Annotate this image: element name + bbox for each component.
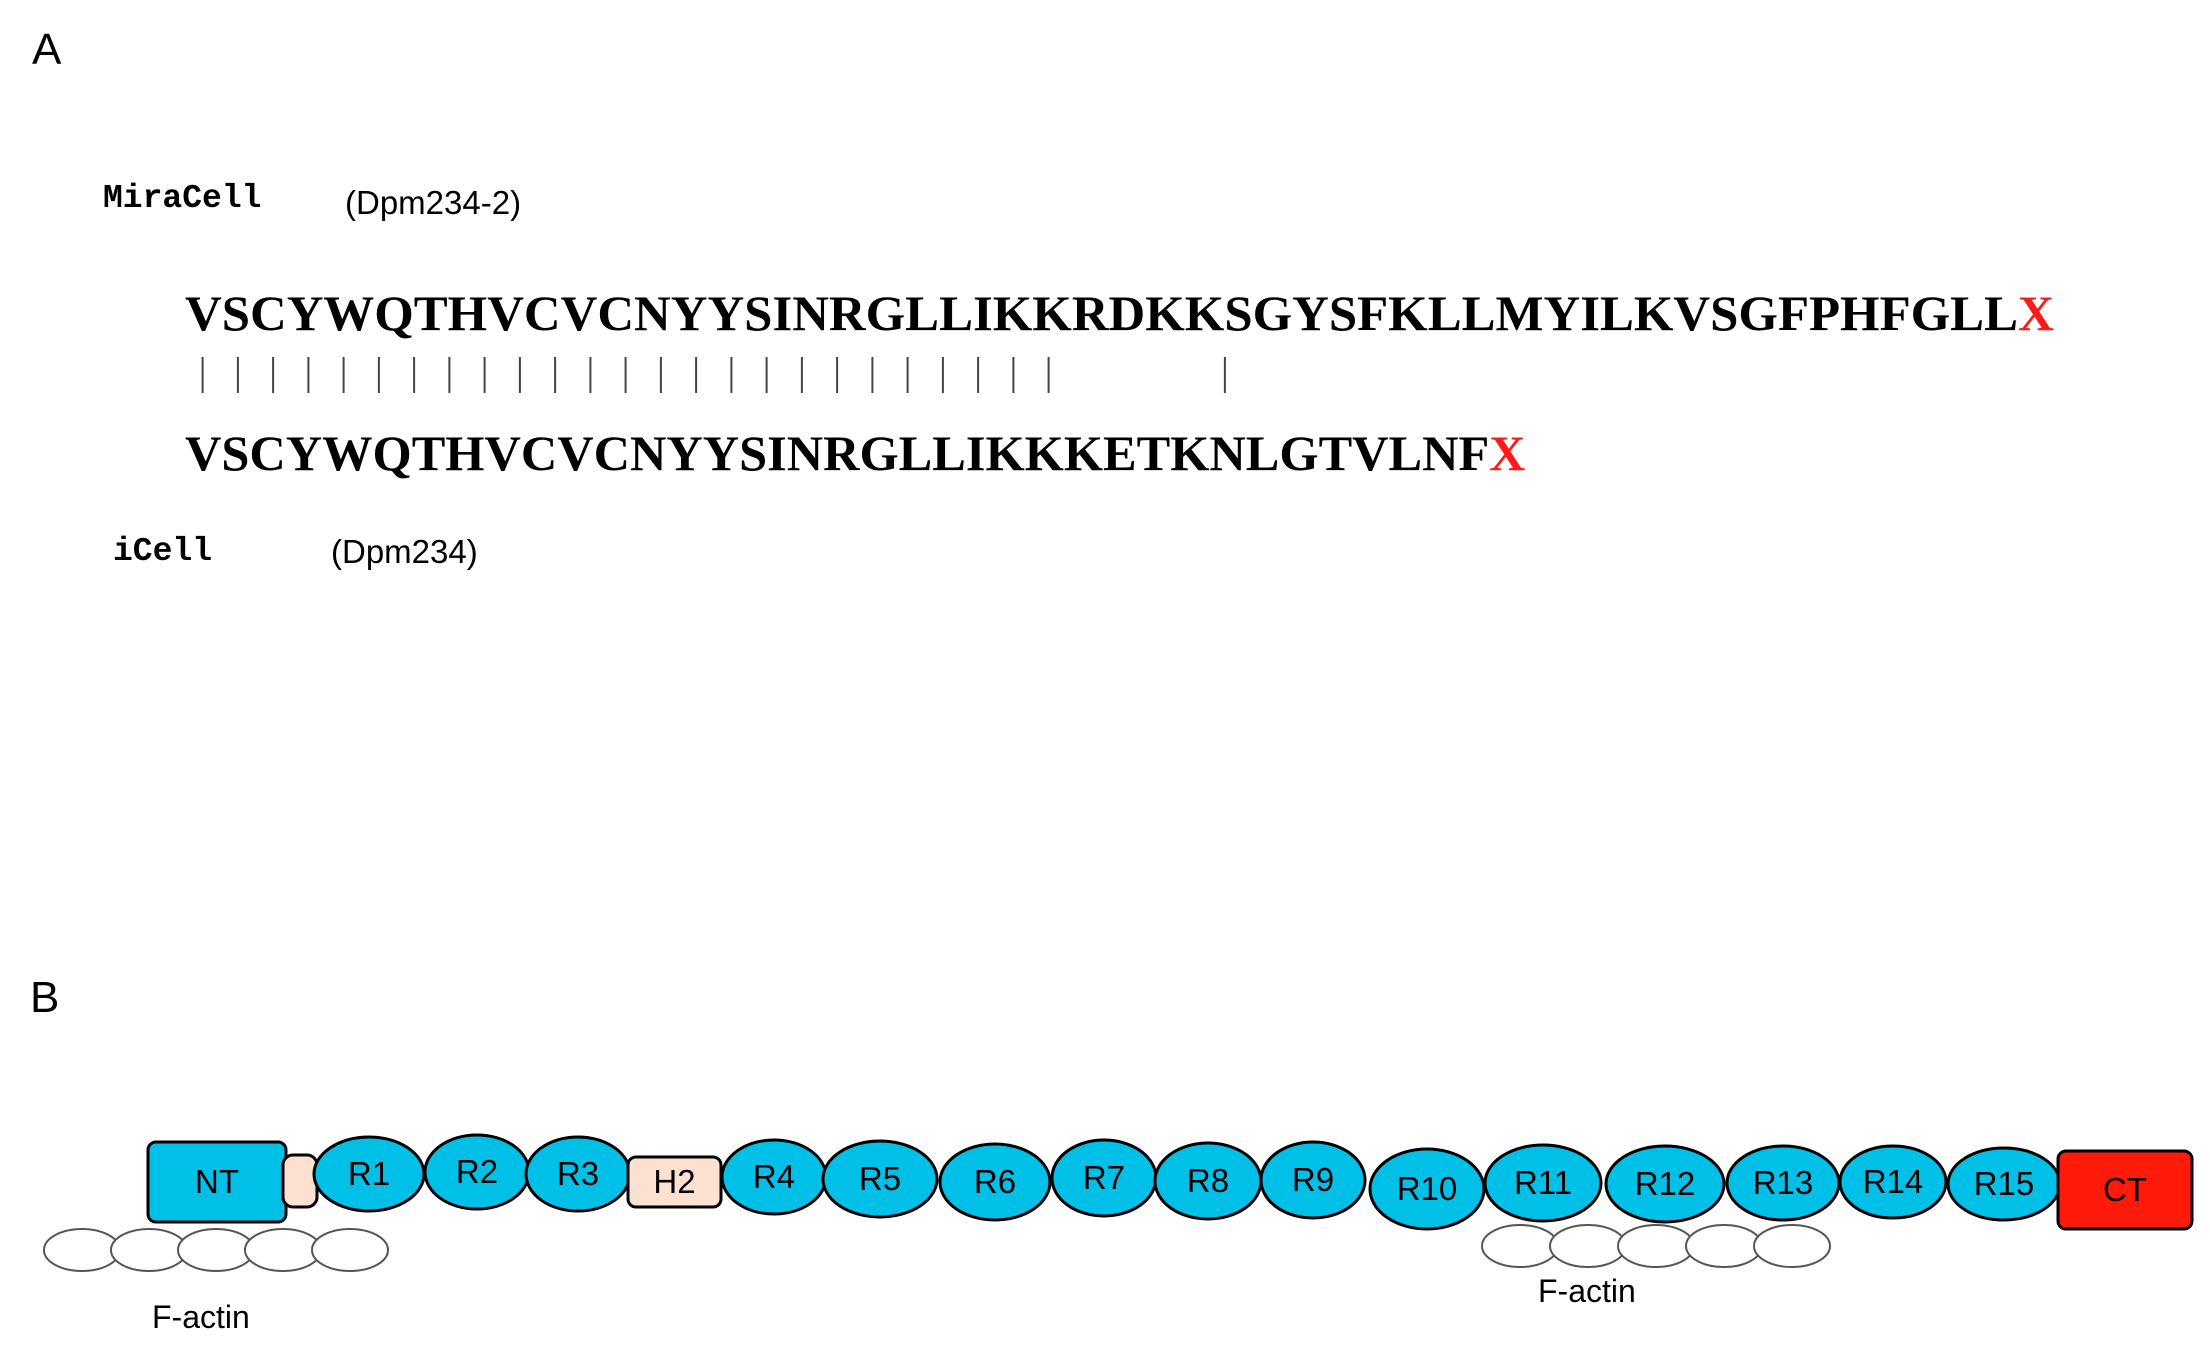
domain-r8: R8 xyxy=(1153,1141,1263,1221)
domain-r2: R2 xyxy=(423,1133,531,1211)
bottom-sequence: VSCYWQTHVCVCNYYSINRGLLIKKKETKNLGTVLNFX xyxy=(185,425,1525,481)
domain-label: NT xyxy=(195,1163,239,1200)
f-actin-subunit xyxy=(244,1228,322,1272)
f-actin-binding-left xyxy=(43,1228,389,1272)
domain-label: R1 xyxy=(348,1155,390,1192)
domain-shape xyxy=(1259,1140,1367,1220)
domain-label: H2 xyxy=(653,1163,695,1200)
domain-shape xyxy=(821,1139,939,1219)
domain-h2: H2 xyxy=(626,1155,723,1209)
domain-label: R13 xyxy=(1753,1164,1814,1201)
domain-label: CT xyxy=(2103,1171,2147,1208)
domain-r4: R4 xyxy=(720,1138,828,1216)
domain-label: R2 xyxy=(456,1153,498,1190)
top-sequence-stop: X xyxy=(2018,285,2054,341)
domain-r3: R3 xyxy=(524,1135,632,1213)
domain-label: R6 xyxy=(974,1163,1016,1200)
domain-shape xyxy=(1483,1143,1603,1223)
domain-label: R8 xyxy=(1187,1162,1229,1199)
domain-label: R7 xyxy=(1083,1159,1125,1196)
top-sequence: VSCYWQTHVCVCNYYSINRGLLIKKRDKKSGYSFKLLMYI… xyxy=(185,285,2054,341)
f-actin-subunit xyxy=(110,1228,188,1272)
protein-domain-map: NT R1 R2 R3 H2 R4 R5 R6 R7 R8 R9 R10 R11 R12 R13 R14 R15… xyxy=(146,1133,2194,1231)
domain-r12: R12 xyxy=(1604,1144,1726,1224)
domain-r7: R7 xyxy=(1050,1138,1158,1218)
domain-r15: R15 xyxy=(1946,1146,2062,1222)
top-sequence-residues: VSCYWQTHVCVCNYYSINRGLLIKKRDKKSGYSFKLLMYI… xyxy=(185,285,2018,341)
panel-b-letter: B xyxy=(30,973,59,1022)
domain-r14: R14 xyxy=(1838,1144,1948,1220)
f-actin-label-right: F-actin xyxy=(1538,1273,1636,1309)
domain-r9: R9 xyxy=(1259,1140,1367,1220)
bottom-sequence-residues: VSCYWQTHVCVCNYYSINRGLLIKKKETKNLGTVLNF xyxy=(185,425,1489,481)
domain-ct: CT xyxy=(2056,1149,2194,1231)
domain-label: R14 xyxy=(1863,1163,1924,1200)
domain-label: R12 xyxy=(1635,1165,1696,1202)
bottom-sequence-stop: X xyxy=(1489,425,1525,481)
domain-label: R15 xyxy=(1974,1165,2035,1202)
domain-r11: R11 xyxy=(1483,1143,1603,1223)
top-cell-line-label: MiraCell xyxy=(103,180,261,217)
domain-nt: NT xyxy=(146,1140,288,1224)
domain-r1: R1 xyxy=(312,1135,426,1213)
domain-shape xyxy=(1604,1144,1726,1224)
domain-label: R10 xyxy=(1397,1170,1458,1207)
domain-label: R9 xyxy=(1292,1161,1334,1198)
domain-shape xyxy=(281,1153,319,1209)
f-actin-subunit xyxy=(177,1228,255,1272)
domain-shape xyxy=(1838,1144,1948,1220)
f-actin-binding-right xyxy=(1481,1224,1831,1268)
domain-r5: R5 xyxy=(821,1139,939,1219)
f-actin-subunit xyxy=(43,1228,121,1272)
f-actin-subunit xyxy=(311,1228,389,1272)
domain-r13: R13 xyxy=(1725,1144,1841,1222)
domain-label: R5 xyxy=(859,1160,901,1197)
f-actin-subunit xyxy=(1549,1224,1627,1268)
domain-linker xyxy=(281,1153,319,1209)
f-actin-subunit xyxy=(1685,1224,1763,1268)
f-actin-label-left: F-actin xyxy=(152,1299,250,1335)
f-actin-subunit xyxy=(1617,1224,1695,1268)
bottom-cell-line-label: iCell xyxy=(113,533,212,570)
domain-shape xyxy=(1368,1147,1486,1231)
top-strain-label: (Dpm234-2) xyxy=(345,184,521,221)
domain-label: R4 xyxy=(753,1158,795,1195)
f-actin-subunit xyxy=(1753,1224,1831,1268)
alignment-match-lines xyxy=(201,357,1226,393)
panel-a-letter: A xyxy=(32,25,62,74)
domain-label: R11 xyxy=(1514,1164,1572,1201)
domain-label: R3 xyxy=(557,1155,599,1192)
f-actin-subunit xyxy=(1481,1224,1559,1268)
domain-shape xyxy=(938,1142,1052,1222)
domain-shape xyxy=(2056,1149,2194,1231)
domain-r6: R6 xyxy=(938,1142,1052,1222)
bottom-strain-label: (Dpm234) xyxy=(331,533,478,570)
domain-r10: R10 xyxy=(1368,1147,1486,1231)
